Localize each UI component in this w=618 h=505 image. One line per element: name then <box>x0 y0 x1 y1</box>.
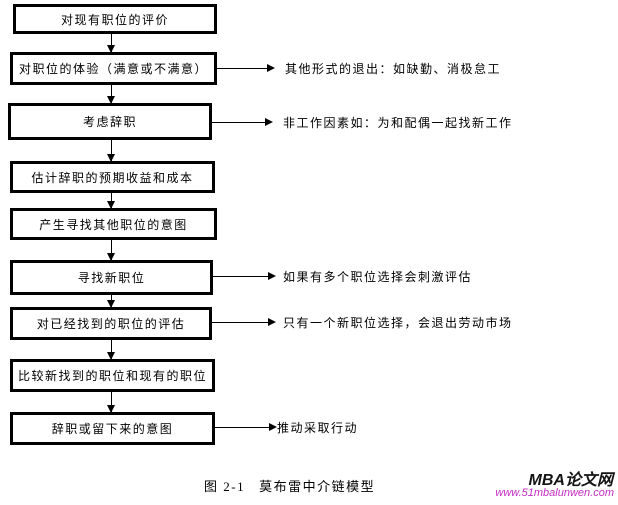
flow-box-intention-to-search: 产生寻找其他职位的意图 <box>10 208 217 240</box>
annotation-nonwork-factors: 非工作因素如：为和配偶一起找新工作 <box>283 116 513 130</box>
flow-box-estimate-costs-benefits: 估计辞职的预期收益和成本 <box>10 161 215 193</box>
flow-box-search-new-position: 寻找新职位 <box>10 260 213 295</box>
figure-caption-number: 图 2-1 <box>204 479 246 494</box>
figure-caption-title: 莫布雷中介链模型 <box>259 479 376 494</box>
arrow-down-3-icon <box>107 140 115 162</box>
flow-box-quit-or-stay-intention: 辞职或留下来的意图 <box>10 412 215 445</box>
arrow-right-2-icon <box>212 118 273 126</box>
arrow-right-3-icon <box>213 272 276 280</box>
arrow-down-5-icon <box>107 240 115 261</box>
flow-box-job-experience: 对职位的体验（满意或不满意） <box>10 52 217 85</box>
arrow-right-4-icon <box>212 318 276 326</box>
annotation-multiple-choices: 如果有多个职位选择会刺激评估 <box>283 270 473 284</box>
arrow-right-1-icon <box>217 64 275 72</box>
arrow-down-6-icon <box>107 295 115 308</box>
arrow-right-5-icon <box>215 423 277 431</box>
figure-caption: 图 2-1 莫布雷中介链模型 <box>204 476 375 495</box>
flow-box-consider-quitting: 考虑辞职 <box>8 103 212 140</box>
watermark-site-name: MBA论文网 <box>528 472 613 489</box>
arrow-down-8-icon <box>107 392 115 413</box>
arrow-down-2-icon <box>107 85 115 104</box>
annotation-other-withdrawal: 其他形式的退出：如缺勤、消极怠工 <box>285 62 502 76</box>
watermark-site-url: www.51mbalunwen.com <box>495 487 614 499</box>
arrow-down-7-icon <box>107 340 115 360</box>
annotation-prompt-action: 推动采取行动 <box>277 421 359 435</box>
flow-box-evaluate-found-positions: 对已经找到的职位的评估 <box>10 307 212 340</box>
annotation-single-choice: 只有一个新职位选择，会退出劳动市场 <box>283 316 513 330</box>
arrow-down-1-icon <box>107 34 115 53</box>
flow-box-evaluate-current-position: 对现有职位的评价 <box>13 4 217 34</box>
flow-box-compare-positions: 比较新找到的职位和现有的职位 <box>10 359 215 392</box>
arrow-down-4-icon <box>107 193 115 209</box>
